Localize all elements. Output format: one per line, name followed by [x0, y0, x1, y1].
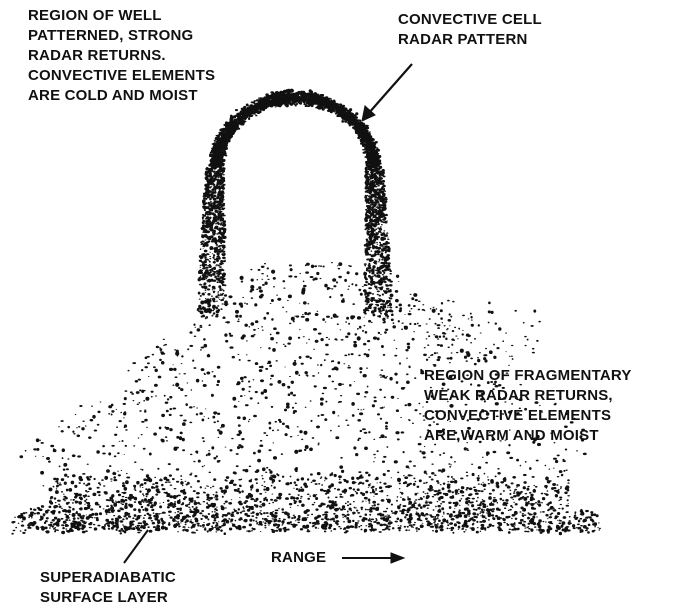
- convective-cell-arrow: [362, 64, 412, 121]
- convective-cell-line-1: CONVECTIVE CELL: [398, 10, 542, 30]
- range-arrow: [342, 553, 404, 563]
- range-label: RANGE: [271, 548, 326, 568]
- fragmentary-line-3: CONVECTIVE ELEMENTS: [424, 406, 632, 426]
- convective-cell-arch: [197, 89, 394, 319]
- surface-layer-line-2: SURFACE LAYER: [40, 588, 176, 608]
- well-region-line-2: PATTERNED, STRONG: [28, 26, 215, 46]
- convective-cell-label: CONVECTIVE CELL RADAR PATTERN: [398, 10, 542, 50]
- convective-cell-line-2: RADAR PATTERN: [398, 30, 542, 50]
- well-region-line-4: CONVECTIVE ELEMENTS: [28, 66, 215, 86]
- well-patterned-region-label: REGION OF WELL PATTERNED, STRONG RADAR R…: [28, 6, 215, 106]
- well-region-line-3: RADAR RETURNS.: [28, 46, 215, 66]
- fragmentary-line-1: REGION OF FRAGMENTARY: [424, 366, 632, 386]
- superadiabatic-surface-layer-label: SUPERADIABATIC SURFACE LAYER: [40, 568, 176, 608]
- fragmentary-line-4: ARE,WARM AND MOIST: [424, 426, 632, 446]
- well-region-line-1: REGION OF WELL: [28, 6, 215, 26]
- surface-layer-line-1: SUPERADIABATIC: [40, 568, 176, 588]
- speckled-surface-returns: [11, 460, 601, 535]
- well-region-line-5: ARE COLD AND MOIST: [28, 86, 215, 106]
- fragmentary-line-2: WEAK RADAR RETURNS,: [424, 386, 632, 406]
- surface-layer-leader-line: [124, 530, 148, 563]
- fragmentary-region-label: REGION OF FRAGMENTARY WEAK RADAR RETURNS…: [424, 366, 632, 446]
